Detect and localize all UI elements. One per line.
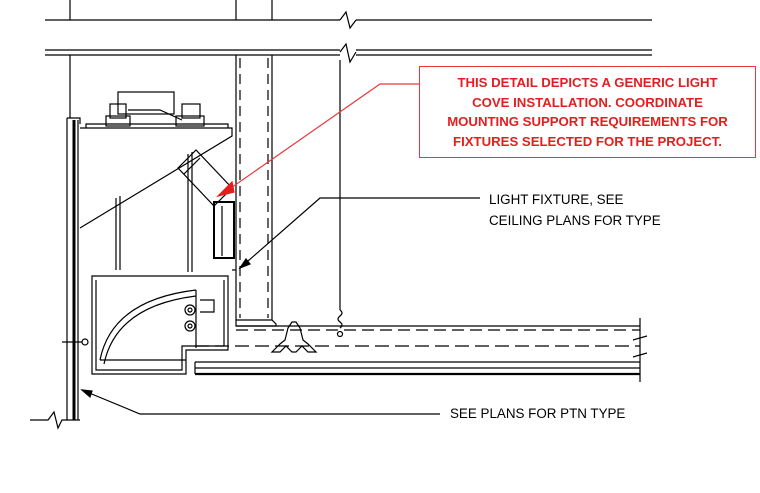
light-fixture-arrowhead bbox=[238, 257, 251, 270]
hanger-wire bbox=[336, 309, 344, 338]
general-note-red: THIS DETAIL DEPICTS A GENERIC LIGHT COVE… bbox=[419, 66, 756, 158]
light-fixture-callout-line: CEILING PLANS FOR TYPE bbox=[489, 213, 661, 228]
ceiling-tee-clip bbox=[270, 321, 318, 353]
light-fixture-callout: LIGHT FIXTURE, SEE CEILING PLANS FOR TYP… bbox=[489, 189, 661, 231]
soffit-framing bbox=[235, 0, 640, 331]
general-note-line: FIXTURES SELECTED FOR THE PROJECT. bbox=[453, 133, 722, 149]
cove-housing bbox=[91, 269, 236, 375]
partition-callout: SEE PLANS FOR PTN TYPE bbox=[450, 403, 625, 424]
light-fixture-callout-line: LIGHT FIXTURE, SEE bbox=[489, 192, 624, 207]
general-note-line: COVE INSTALLATION. COORDINATE bbox=[472, 94, 703, 110]
partition-arrowhead bbox=[80, 389, 93, 399]
general-note-line: MOUNTING SUPPORT REQUIREMENTS FOR bbox=[447, 114, 728, 129]
mounting-hardware bbox=[105, 91, 205, 127]
partition-callout-text: SEE PLANS FOR PTN TYPE bbox=[450, 406, 626, 421]
red-note-leader bbox=[216, 83, 419, 198]
ceiling-grid bbox=[194, 318, 648, 382]
partition-leader bbox=[81, 389, 440, 415]
light-fixture-leader bbox=[239, 197, 480, 269]
cove-bracket bbox=[79, 123, 233, 272]
structure-beam-lines bbox=[45, 0, 652, 118]
general-note-line: THIS DETAIL DEPICTS A GENERIC LIGHT bbox=[457, 75, 718, 90]
light-fixture bbox=[213, 201, 235, 259]
partition-wall bbox=[30, 117, 89, 430]
